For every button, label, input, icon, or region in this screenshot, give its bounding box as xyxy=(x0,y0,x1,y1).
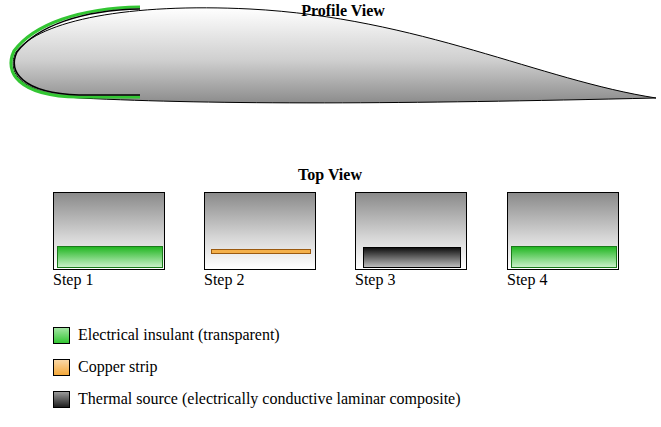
legend-text: Electrical insulant (transparent) xyxy=(78,326,280,344)
view-title: Profile View xyxy=(301,2,385,20)
step-label: Step 2 xyxy=(204,271,316,289)
top-view-panel xyxy=(507,192,619,270)
legend-entry: Thermal source (electrically conductive … xyxy=(53,390,461,408)
step-label: Step 4 xyxy=(507,271,619,289)
airfoil-profile xyxy=(13,8,656,103)
top-view-panel xyxy=(204,192,316,270)
top-view-panel xyxy=(53,192,165,270)
legend-entry: Copper strip xyxy=(53,358,158,376)
legend-swatch xyxy=(53,391,70,408)
layer-strip xyxy=(211,249,311,254)
layer-strip xyxy=(363,247,461,268)
step-label: Step 1 xyxy=(53,271,165,289)
layer-strip xyxy=(511,246,617,268)
step-panel: Step 1 xyxy=(53,192,165,289)
conductive-layer xyxy=(14,9,140,95)
view-title: Top View xyxy=(298,166,362,184)
legend-entry: Electrical insulant (transparent) xyxy=(53,326,280,344)
layer-strip xyxy=(57,246,163,268)
top-view-panel xyxy=(355,192,467,270)
step-panel: Step 4 xyxy=(507,192,619,289)
legend-text: Thermal source (electrically conductive … xyxy=(78,390,461,408)
step-label: Step 3 xyxy=(355,271,467,289)
legend-text: Copper strip xyxy=(78,358,158,376)
step-panel: Step 3 xyxy=(355,192,467,289)
legend-swatch xyxy=(53,327,70,344)
step-panel: Step 2 xyxy=(204,192,316,289)
insulant-coating xyxy=(11,7,140,97)
legend-swatch xyxy=(53,359,70,376)
